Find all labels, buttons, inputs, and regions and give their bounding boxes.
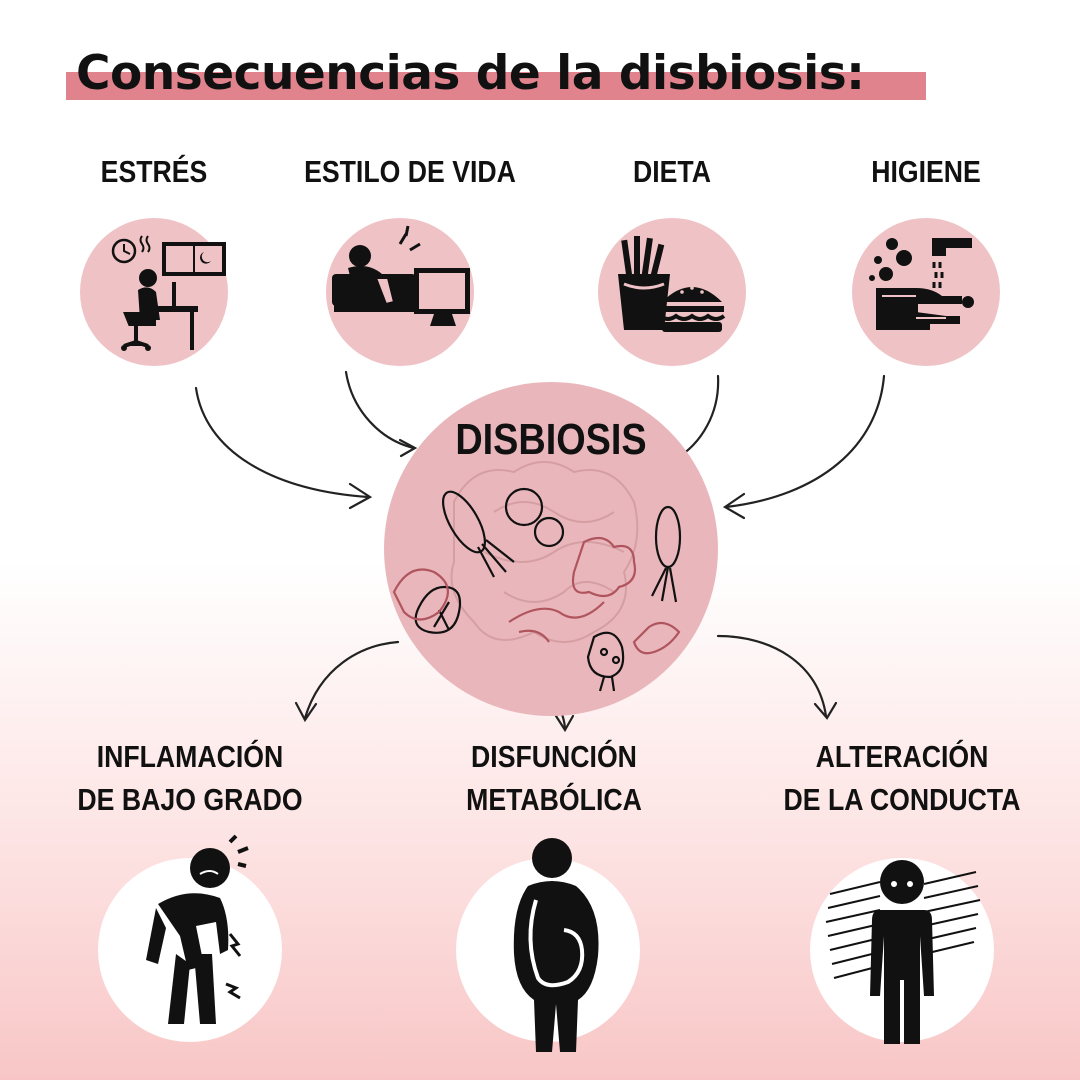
- effect-label-line1: ALTERACIÓN: [815, 739, 989, 774]
- cause-circle-dieta: [598, 218, 746, 366]
- page-title: Consecuencias de la disbiosis:: [76, 46, 865, 101]
- fast-food-icon: [618, 236, 726, 332]
- arrow-disbiosis-to-conducta: [716, 634, 828, 718]
- arrow-estres-to-disbiosis: [194, 386, 370, 499]
- effect-label-alteracion: ALTERACIÓN DE LA CONDUCTA: [764, 735, 1039, 821]
- cause-label-dieta: DIETA: [632, 154, 711, 189]
- cause-circle-higiene: [852, 218, 1000, 366]
- effect-label-line1: INFLAMACIÓN: [96, 739, 284, 774]
- cause-label-estres: ESTRÉS: [100, 154, 208, 189]
- effect-label-line2: DE LA CONDUCTA: [783, 782, 1021, 817]
- effect-label-inflamacion: INFLAMACIÓN DE BAJO GRADO: [52, 735, 327, 821]
- effect-label-line1: DISFUNCIÓN: [471, 739, 637, 774]
- effect-circle-alteracion: [810, 858, 994, 1044]
- disbiosis-label: DISBIOSIS: [455, 415, 647, 464]
- effect-label-line2: DE BAJO GRADO: [77, 782, 303, 817]
- arrow-estilo-to-disbiosis: [344, 370, 416, 450]
- person-in-pain-icon: [146, 834, 249, 1024]
- bacteria-in-intestine-icon: [392, 461, 682, 692]
- cause-circle-estres: [80, 218, 228, 366]
- cause-label-estilo-de-vida: ESTILO DE VIDA: [304, 154, 516, 189]
- disbiosis-circle: [384, 382, 718, 716]
- effect-circle-inflamacion: [98, 834, 282, 1042]
- obese-person-icon: [513, 838, 599, 1052]
- person-on-couch-watching-tv-icon: [332, 225, 470, 326]
- stressed-worker-at-desk-icon: [111, 235, 226, 351]
- effect-circle-disfuncion: [456, 838, 640, 1052]
- arrow-higiene-to-disbiosis: [724, 374, 886, 509]
- cause-circle-estilo-de-vida: [326, 218, 474, 366]
- cause-label-higiene: HIGIENE: [871, 154, 981, 189]
- arrow-disbiosis-to-inflamacion: [303, 640, 400, 720]
- title-block: Consecuencias de la disbiosis:: [66, 46, 926, 106]
- title-highlight: [66, 72, 926, 100]
- effect-label-disfuncion: DISFUNCIÓN METABÓLICA: [416, 735, 691, 821]
- sad-person-icon: [825, 860, 981, 1044]
- hand-washing-icon: [869, 238, 974, 330]
- effect-label-line2: METABÓLICA: [466, 782, 642, 817]
